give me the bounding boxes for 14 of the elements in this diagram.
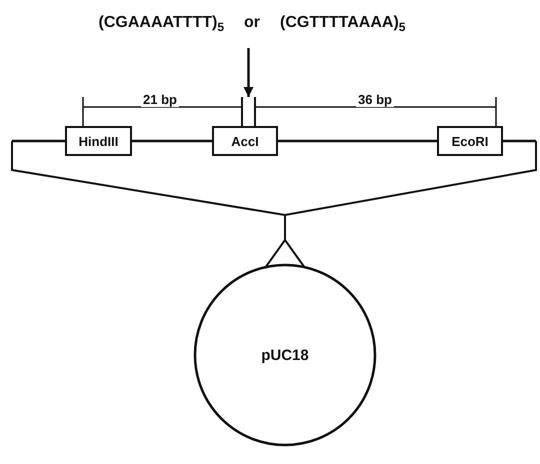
dimension-label: 36 bp [356,92,394,107]
sequence-label: (CGTTTTAAAA)$_{5}$ [280,14,406,34]
sequence-label: (CGAAAATTTT)$_{5}$ [98,14,224,34]
plasmid-label: pUC18 [261,346,309,364]
restriction-site-label: AccI [231,134,259,148]
restriction-site-label: EcoRI [452,134,488,148]
restriction-site-label: HindIII [78,134,118,148]
restriction-site-box [65,126,132,156]
arrow [244,48,254,97]
dimension-label: 21 bp [141,92,179,107]
conjunction-text: or [244,14,260,32]
restriction-site-box [437,126,503,156]
restriction-site-box [212,126,278,156]
insertion-site-mark [241,96,256,128]
